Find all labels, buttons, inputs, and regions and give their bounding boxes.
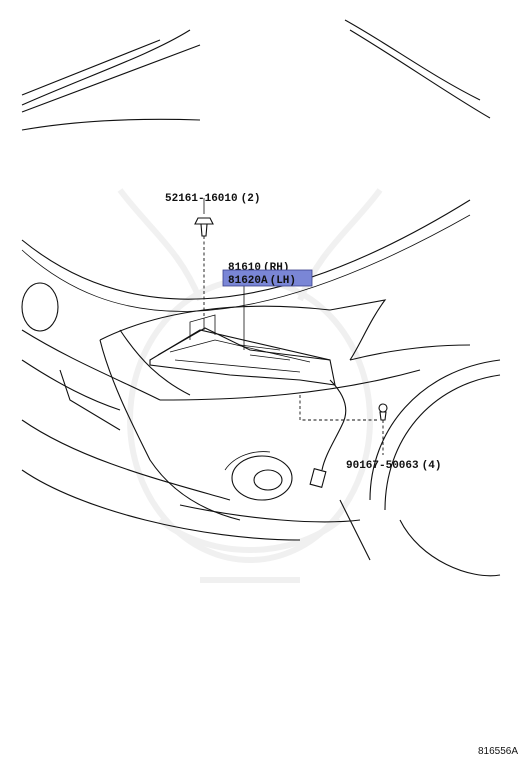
part-side-lh: (LH) [270, 275, 296, 287]
highlight-box [222, 269, 313, 287]
leader-lines [203, 198, 245, 350]
screw-part [299, 395, 388, 455]
fog-lamp-assembly [149, 314, 347, 488]
diagram-code: 816556A [478, 746, 518, 757]
clip-part [194, 217, 214, 330]
label-lamp-lh[interactable]: 81620A(LH) [228, 275, 296, 287]
part-number-screw: 90167-50063 [346, 460, 419, 472]
part-number-clip: 52161-16010 [165, 193, 238, 205]
part-qty-clip: (2) [241, 193, 261, 205]
part-number-lh: 81620A [228, 275, 268, 287]
car-body-outline [21, 19, 501, 577]
label-clip: 52161-16010(2) [165, 193, 260, 205]
label-screw: 90167-50063(4) [346, 460, 441, 472]
part-qty-screw: (4) [422, 460, 442, 472]
